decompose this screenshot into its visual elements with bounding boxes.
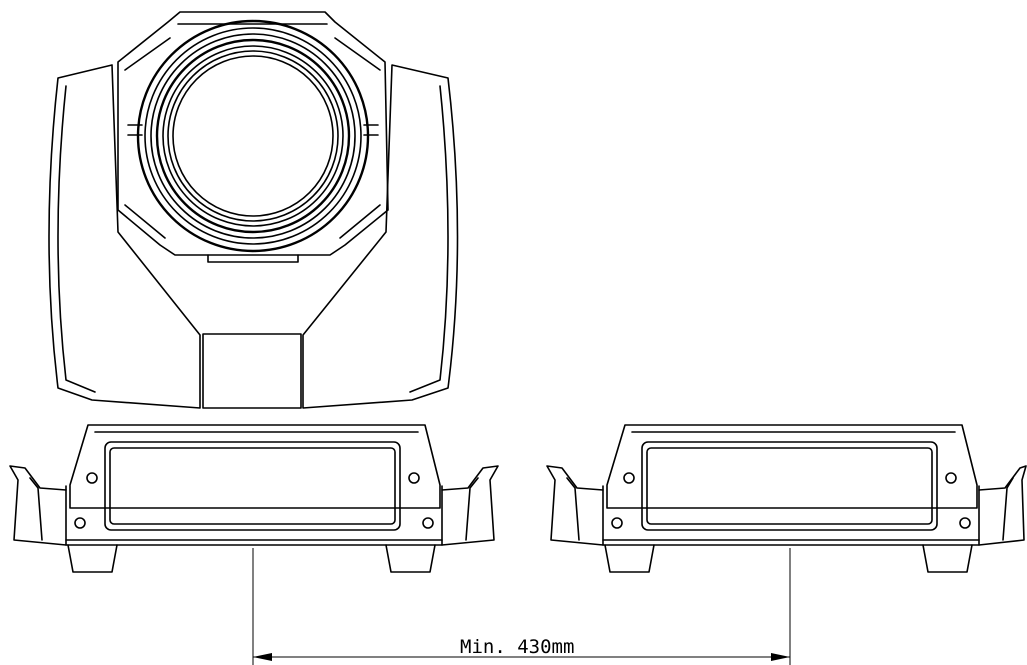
dimension-line: Min. 430mm — [252, 548, 791, 665]
moving-head-fixture — [48, 11, 459, 409]
left-yoke-arm — [48, 64, 201, 409]
head-housing — [117, 11, 389, 263]
lens-assembly — [136, 19, 370, 253]
dimension-arrow-right — [771, 653, 790, 661]
dimension-label: Min. 430mm — [460, 636, 574, 658]
right-yoke-arm — [302, 64, 459, 409]
omega-bracket-left — [9, 424, 499, 573]
yoke-center-block — [202, 333, 302, 409]
omega-bracket-right — [546, 424, 1027, 573]
dimension-arrow-left — [253, 653, 272, 661]
